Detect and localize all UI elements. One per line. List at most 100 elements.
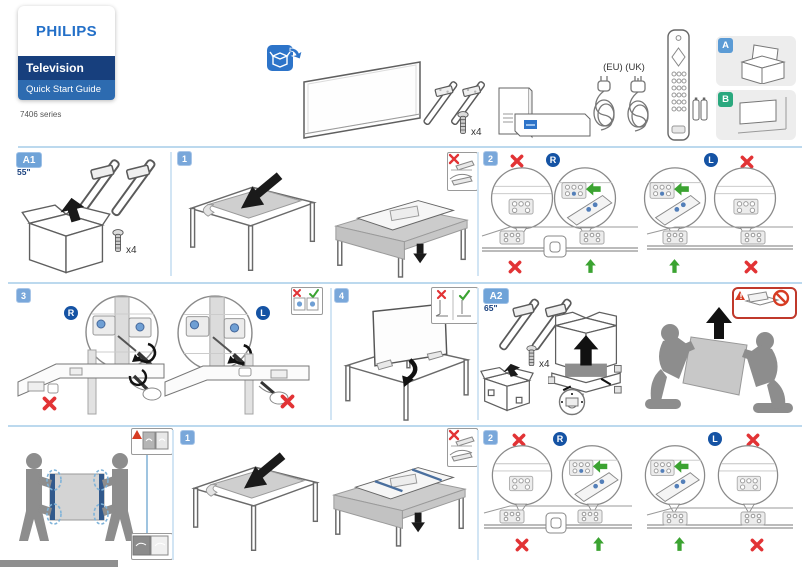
- divider: [170, 152, 172, 276]
- cross-mark-icon: [508, 260, 522, 274]
- wall-socket-icon: [545, 512, 567, 534]
- hand-icon: [142, 387, 162, 401]
- two-person-lift-illustration: [643, 303, 795, 422]
- a1-screw-pack: x4: [112, 228, 137, 256]
- tv-upright-on-table-illustration: [338, 296, 474, 427]
- step-1-badge: 1: [177, 151, 192, 166]
- screw-icon: [112, 229, 124, 252]
- up-arrow-icon: [706, 307, 732, 339]
- product-banner: Television: [18, 56, 115, 80]
- left-stand-badge: L: [256, 306, 270, 320]
- divider: [477, 152, 479, 276]
- carry-grip-warning-inset: [131, 428, 173, 455]
- two-person-carry-illustration: [14, 448, 140, 557]
- right-stand-insert-callout-circle: [560, 444, 624, 519]
- green-slide-arrow-icon: [674, 182, 689, 196]
- step-2-badge: 2: [483, 430, 498, 445]
- page-edge-bar: [0, 560, 118, 567]
- step-4-badge: 4: [334, 288, 349, 303]
- right-screw-callout-circle: [84, 294, 160, 375]
- a1-stands-illustration: [62, 152, 166, 223]
- callout-connector-line: [146, 452, 148, 536]
- divider: [8, 282, 802, 284]
- series-label: 7406 series: [20, 110, 62, 119]
- warning-triangle-icon: [735, 291, 745, 300]
- check-mark-icon: [309, 289, 319, 299]
- cross-mark-icon: [746, 433, 760, 447]
- divider: [477, 288, 479, 420]
- left-stand-badge: L: [708, 432, 722, 446]
- plug-types-label: (EU) (UK): [603, 62, 645, 73]
- carry-grip-detail-inset: [131, 533, 173, 560]
- section-a2-badge: A2: [483, 288, 509, 304]
- batteries-icon: [692, 97, 708, 121]
- tv-bottom-edge-illustration: [645, 224, 795, 259]
- tv-bottom-edge-illustration: [480, 224, 640, 263]
- philips-logo-card: PHILIPS Television Quick Start Guide: [18, 6, 115, 100]
- screw-pack: x4: [457, 110, 482, 138]
- screw-count-label: x4: [539, 359, 550, 370]
- wall-socket-icon: [543, 235, 567, 258]
- tv-edge-with-stand-illustration: [163, 352, 311, 421]
- divider: [18, 146, 802, 148]
- check-mark-icon: [458, 289, 471, 301]
- wallmount-setup-illustration: [737, 97, 787, 134]
- a1-unbox-illustration: [18, 196, 114, 283]
- tv-facedown-illustration: [330, 178, 472, 283]
- green-slide-arrow-icon: [674, 460, 689, 473]
- divider: [172, 430, 174, 560]
- tv-facedown-strapped-illustration: [328, 443, 470, 552]
- edge-distance-inset: [431, 287, 478, 324]
- cross-mark-icon: [512, 433, 526, 447]
- cloth-on-table-illustration: [186, 448, 326, 561]
- philips-logo: PHILIPS: [35, 22, 98, 40]
- cross-mark-icon: [293, 289, 301, 297]
- step-2-badge: 2: [483, 151, 498, 166]
- a2-lift-box-illustration: [547, 310, 624, 407]
- a2-screw-pack: x4: [526, 344, 550, 370]
- lift-warning-inset: [732, 287, 797, 319]
- step-3-badge: 3: [16, 288, 31, 303]
- remote-control-illustration: [666, 28, 708, 148]
- right-stand-badge: R: [64, 306, 78, 320]
- stands-illustration: [420, 62, 486, 145]
- setup-b-badge: B: [718, 92, 733, 107]
- cross-mark-icon: [515, 538, 529, 552]
- person-silhouette: [645, 324, 695, 409]
- power-cables-group: (EU) (UK): [590, 62, 658, 142]
- setup-a-badge: A: [718, 38, 733, 53]
- divider: [8, 425, 802, 427]
- green-slide-arrow-icon: [585, 182, 601, 196]
- cross-mark-icon: [510, 154, 524, 168]
- up-arrow-icon: [593, 537, 604, 551]
- right-stand-badge: R: [546, 153, 560, 167]
- cross-mark-icon: [448, 153, 460, 165]
- guide-and-box-illustration: [497, 84, 593, 147]
- tv-panel-illustration: [300, 58, 425, 145]
- right-stand-badge: R: [553, 432, 567, 446]
- screw-icon: [526, 345, 537, 367]
- left-stand-badge: L: [704, 153, 718, 167]
- tv-bottom-edge-illustration: [482, 503, 634, 540]
- screw-icon: [457, 111, 469, 134]
- cross-mark-icon: [280, 394, 295, 409]
- screw-count-label: x4: [126, 245, 137, 256]
- left-stand-insert-callout-circle: [643, 444, 707, 519]
- setup-option-b-panel: B: [716, 90, 796, 140]
- cross-mark-icon: [42, 396, 57, 411]
- cross-mark-icon: [744, 260, 758, 274]
- wrong-bracket-callout-circle: [716, 444, 780, 519]
- cross-mark-icon: [740, 155, 754, 169]
- screw-count-label: x4: [471, 127, 482, 138]
- clip-detail-callout-circle: [558, 388, 586, 421]
- cross-mark-icon: [750, 538, 764, 552]
- cross-mark-icon: [448, 429, 460, 441]
- size-65-label: 65": [484, 303, 498, 313]
- person-silhouette: [19, 453, 52, 541]
- size-55-label: 55": [17, 167, 31, 177]
- left-screw-callout-circle: [176, 294, 254, 377]
- cloth-on-table-illustration: [183, 168, 323, 281]
- guide-title-banner: Quick Start Guide: [18, 80, 115, 100]
- tabletop-setup-illustration: [740, 44, 786, 84]
